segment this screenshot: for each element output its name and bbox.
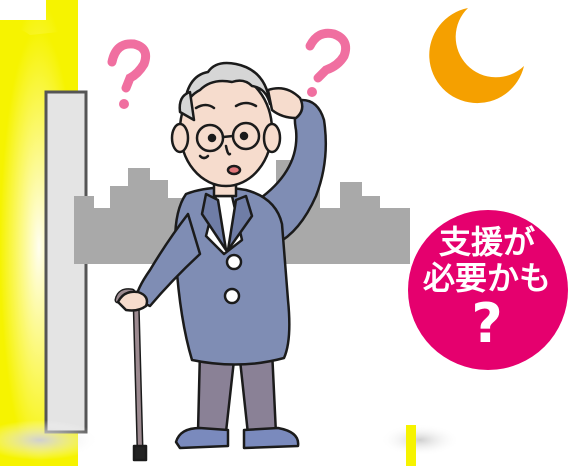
yellow-strip	[406, 425, 416, 466]
elderly-man-figure	[114, 61, 328, 462]
crescent-moon-icon	[429, 8, 524, 104]
left-glow-panel	[0, 0, 100, 466]
question-mark-icon	[107, 28, 351, 109]
badge-question-mark: ?	[471, 292, 503, 355]
badge-line-2: 必要かも	[422, 259, 551, 297]
support-badge	[408, 210, 568, 370]
badge-line-1: 支援が	[438, 223, 535, 261]
support-badge-text: 支援が 必要かも ?	[404, 224, 570, 352]
floor-shadow	[380, 424, 460, 456]
